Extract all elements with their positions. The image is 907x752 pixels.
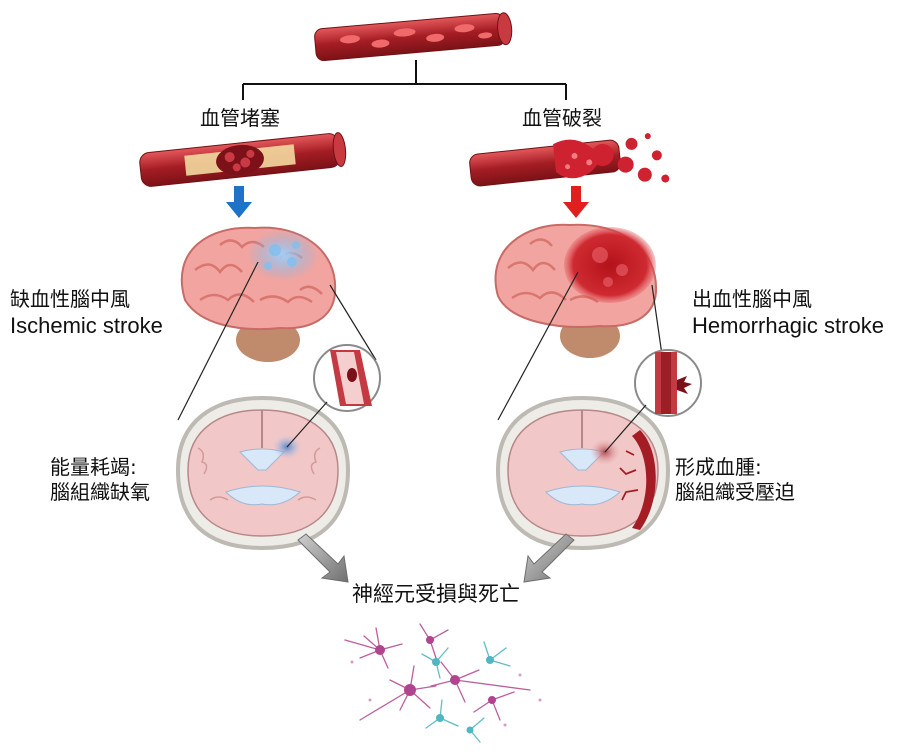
neurons-illustration (345, 624, 542, 742)
ruptured-vessel (468, 129, 669, 202)
hemorrhagic-brain (496, 225, 657, 358)
right-effect-line-1: 形成血腫: (675, 455, 762, 479)
blue-arrow-icon (226, 186, 252, 218)
right-branch-label: 血管破裂 (522, 106, 602, 130)
ischemic-stroke-en: Ischemic stroke (10, 313, 163, 339)
hemorrhagic-stroke-en: Hemorrhagic stroke (692, 313, 884, 339)
hemorrhagic-stroke-cn: 出血性腦中風 (692, 287, 812, 311)
ischemic-brain-section (178, 398, 348, 548)
hemorrhagic-brain-section (498, 398, 668, 548)
ischemic-brain (182, 228, 335, 362)
ischemic-stroke-cn: 缺血性腦中風 (10, 287, 130, 311)
outcome-label: 神經元受損與死亡 (352, 582, 520, 606)
left-effect-line-1: 能量耗竭: (50, 455, 137, 479)
left-branch-label: 血管堵塞 (200, 106, 280, 130)
right-effect-line-2: 腦組織受壓迫 (675, 480, 795, 504)
branch-connector (243, 60, 566, 100)
blocked-vessel (139, 132, 347, 187)
left-effect-line-2: 腦組織缺氧 (50, 480, 150, 504)
ischemic-vessel-inset (314, 345, 380, 411)
top-blood-vessel (314, 12, 513, 61)
red-arrow-icon (563, 186, 589, 218)
grey-arrow-left-icon (298, 534, 348, 582)
